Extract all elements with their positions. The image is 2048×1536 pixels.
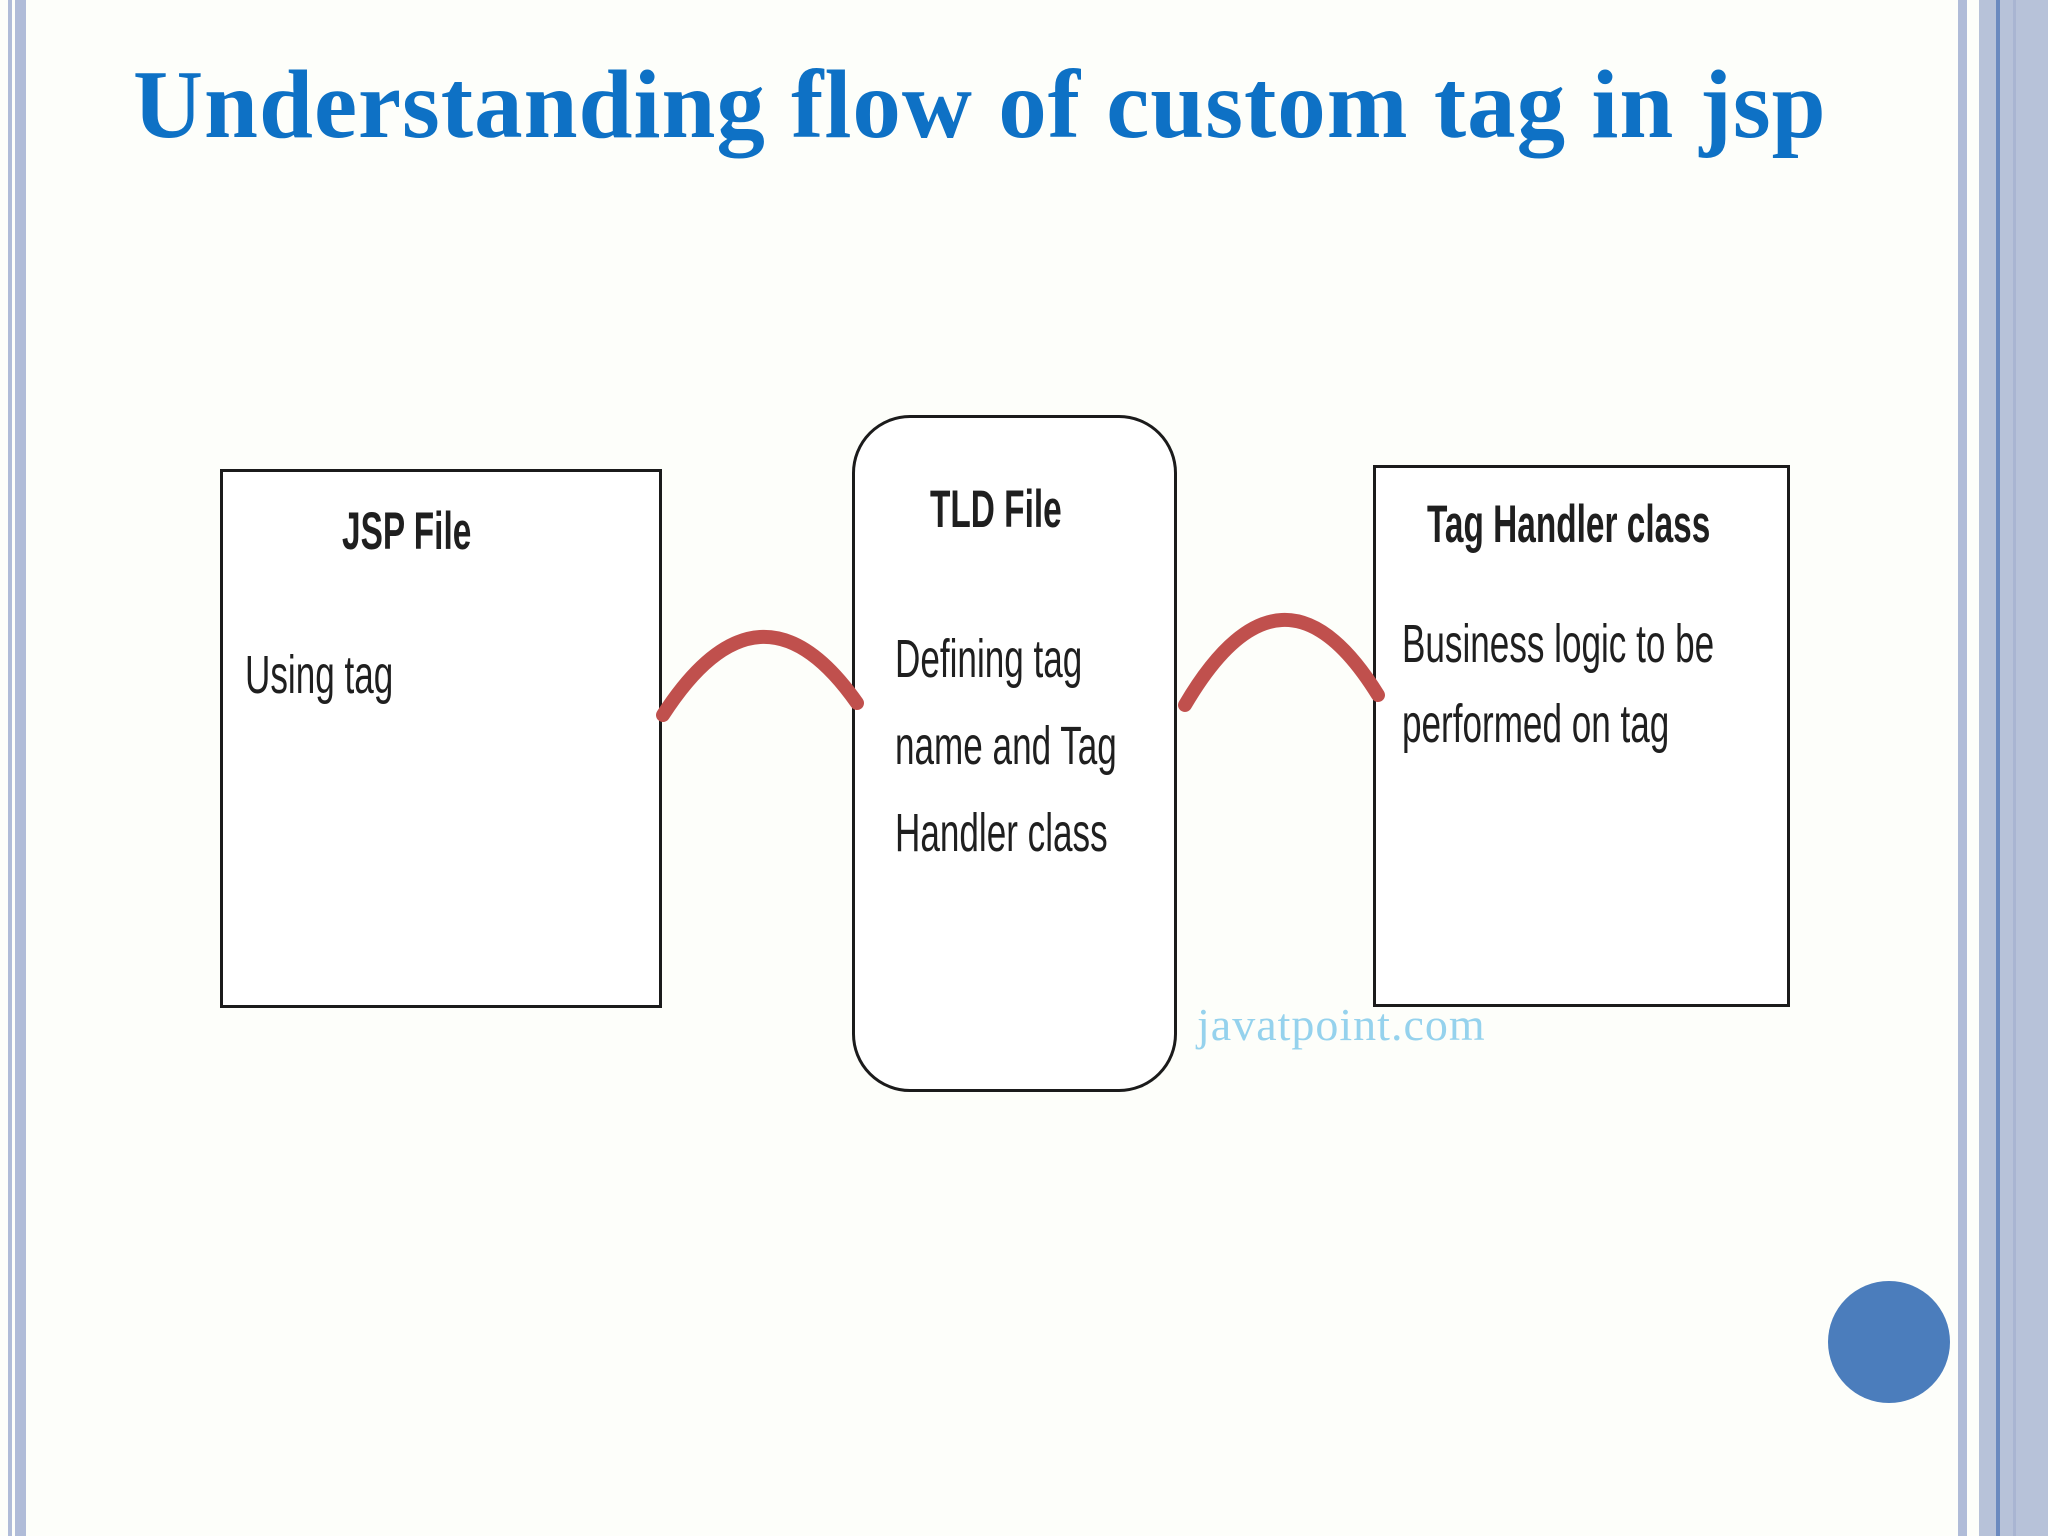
tld-file-box (852, 415, 1177, 1092)
right-border-accent-line-light (2013, 0, 2016, 1536)
left-border-stripe-wide (15, 0, 26, 1536)
tag-handler-box (1373, 465, 1790, 1007)
right-border-band (1979, 0, 2048, 1536)
right-border-accent-line-dark (1996, 0, 2000, 1536)
jsp-file-box-title: JSP File (342, 502, 472, 561)
slide-title: Understanding flow of custom tag in jsp (133, 51, 1827, 158)
flow-arc-jsp-to-tld (656, 630, 864, 722)
flow-arc-tld-to-handler (1178, 613, 1385, 712)
tld-file-box-title: TLD File (930, 480, 1062, 539)
jsp-file-box-body: Using tag (245, 645, 394, 705)
tag-handler-box-body: Business logic to be performed on tag (1402, 614, 1715, 754)
right-border-stripe-thin (1958, 0, 1967, 1536)
tag-handler-box-title: Tag Handler class (1427, 495, 1711, 554)
tld-file-box-body: Defining tag name and Tag Handler class (895, 629, 1117, 863)
left-border-stripe-thin (8, 0, 12, 1536)
jsp-file-box (220, 469, 662, 1008)
watermark-text: javatpoint.com (1197, 999, 1486, 1050)
decorative-circle (1828, 1281, 1950, 1403)
